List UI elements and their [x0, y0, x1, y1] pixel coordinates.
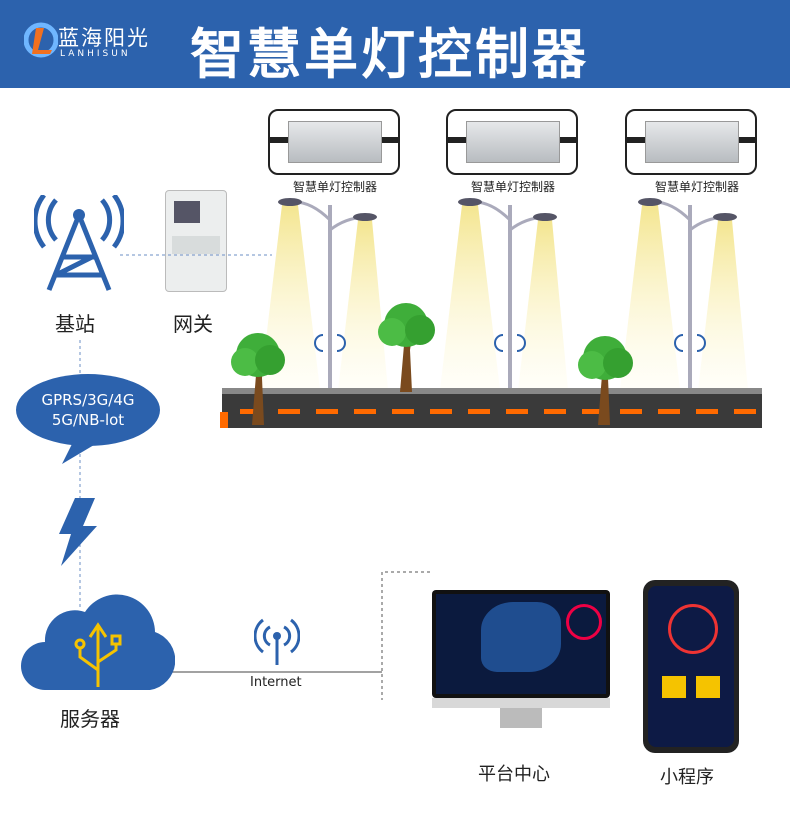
controller-label: 智慧单灯控制器 [292, 180, 377, 194]
header-banner [0, 0, 790, 88]
street-light [620, 198, 748, 390]
network-line2: 5G/NB-lot [51, 411, 125, 429]
controller-image [446, 109, 578, 175]
phone [643, 580, 739, 753]
base-station-label: 基站 [55, 312, 95, 336]
gateway-label: 网关 [173, 312, 213, 336]
signal-icon [314, 334, 706, 352]
road [222, 388, 762, 428]
street-scene [220, 198, 762, 428]
network-types: GPRS/3G/4G 5G/NB-lot [14, 390, 162, 430]
street-light [440, 198, 568, 390]
logo-icon [24, 22, 58, 58]
controller-image [268, 109, 400, 175]
monitor-bezel [432, 698, 610, 708]
monitor-stand [500, 708, 542, 728]
network-line1: GPRS/3G/4G [41, 391, 135, 409]
controller-label: 智慧单灯控制器 [654, 180, 739, 194]
page-title: 智慧单灯控制器 [190, 23, 589, 86]
tree [231, 333, 285, 425]
controller-image [625, 109, 757, 175]
connection-lines [79, 254, 430, 700]
network-bubble [16, 374, 160, 464]
tree [378, 303, 435, 392]
cloud-server-icon [21, 594, 175, 690]
base-station-icon [34, 195, 124, 291]
internet-label: Internet [250, 675, 302, 690]
wifi-antenna-icon [254, 618, 300, 665]
logo-text: 蓝海阳光 [58, 26, 150, 50]
server-label: 服务器 [60, 707, 120, 731]
mini-program-label: 小程序 [660, 767, 714, 788]
lightning-icon [59, 498, 97, 566]
gateway-meter-image [165, 190, 227, 292]
road-markings [220, 409, 756, 428]
tree [578, 336, 633, 425]
logo-subtext: LANHISUN [60, 49, 131, 59]
platform-label: 平台中心 [478, 764, 550, 785]
monitor-screen [432, 590, 610, 698]
controller-label: 智慧单灯控制器 [470, 180, 555, 194]
